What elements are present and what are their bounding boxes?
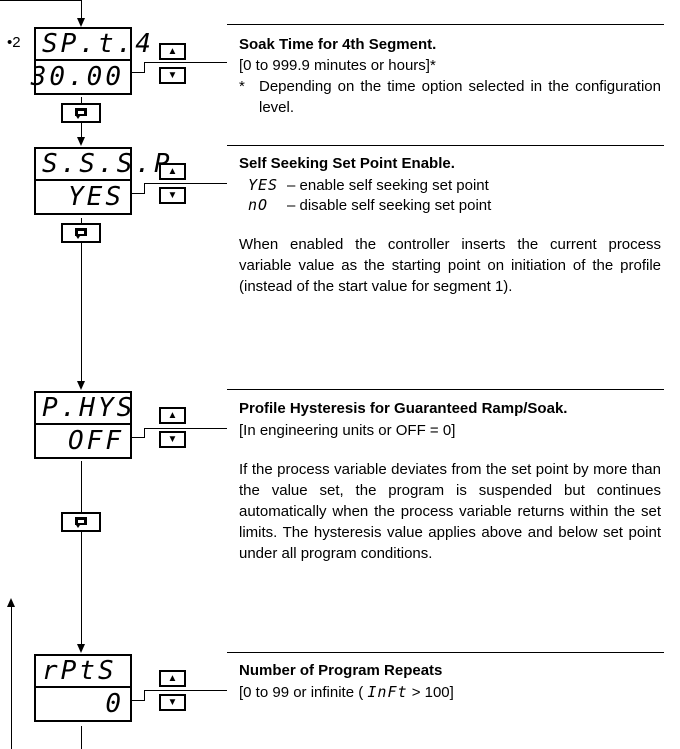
description-paragraph: If the process variable deviates from th… [239, 461, 661, 562]
display-value: 30.00 [30, 62, 124, 92]
option-desc: – enable self seeking set point [287, 177, 489, 194]
display-soak-time: SP.t.4 30.00 [30, 27, 151, 95]
down-button[interactable]: ▼ [159, 67, 186, 84]
connector-line [144, 690, 227, 691]
display-hysteresis: P.HYS OFF [34, 391, 132, 459]
section-rule [227, 652, 664, 653]
section-heading: Self Seeking Set Point Enable. [239, 155, 455, 172]
down-button[interactable]: ▼ [159, 694, 186, 711]
up-button[interactable]: ▲ [159, 407, 186, 424]
option-symbol: YES [248, 176, 279, 194]
description-paragraph: When enabled the controller inserts the … [239, 236, 661, 295]
display-self-seeking: S.S.S.P YES [34, 147, 170, 215]
display-value: 0 [105, 689, 124, 719]
cycle-button[interactable] [61, 103, 101, 123]
cycle-icon [75, 228, 87, 239]
connector-line [132, 437, 144, 438]
flow-line [81, 218, 82, 223]
flow-line [81, 726, 82, 749]
connector-line [132, 193, 144, 194]
flow-line [0, 0, 82, 1]
loop-back-line [11, 603, 12, 749]
option-desc: – disable self seeking set point [287, 197, 492, 214]
display-parameter: rPtS [36, 656, 130, 688]
connector-line [132, 72, 144, 73]
display-program-repeats: rPtS 0 [34, 654, 132, 722]
flow-arrow-icon [77, 381, 85, 390]
display-parameter: SP.t.4 [36, 29, 151, 61]
section-heading: Soak Time for 4th Segment. [239, 36, 437, 53]
up-button[interactable]: ▲ [159, 43, 186, 60]
up-button[interactable]: ▲ [159, 163, 186, 180]
display-value: OFF [68, 426, 124, 456]
flow-line [81, 0, 82, 24]
flow-line [81, 461, 82, 512]
section-rule [227, 24, 664, 25]
section-heading: Number of Program Repeats [239, 662, 443, 679]
range-text: [In engineering units or OFF = 0] [239, 422, 456, 439]
cycle-icon [75, 108, 87, 119]
display-value: YES [68, 182, 124, 212]
flow-line [81, 123, 82, 143]
down-button[interactable]: ▼ [159, 187, 186, 204]
range-text: [0 to 999.9 minutes or hours]* [239, 57, 436, 74]
footnote-marker: * [239, 78, 245, 95]
connector-line [132, 700, 144, 701]
footnote-text: Depending on the time option selected in… [259, 78, 661, 116]
connector-line [144, 428, 145, 438]
cycle-button[interactable] [61, 223, 101, 243]
flow-line [81, 97, 82, 103]
flow-arrow-icon [77, 137, 85, 146]
flow-line [81, 243, 82, 387]
flow-arrow-icon [77, 644, 85, 653]
flow-line [81, 532, 82, 650]
option-symbol: nO [248, 196, 269, 214]
loop-arrow-icon [7, 598, 15, 607]
down-button[interactable]: ▼ [159, 431, 186, 448]
connector-line [144, 183, 145, 194]
range-text: [0 to 99 or infinite ( InFt > 100] [239, 683, 454, 701]
up-button[interactable]: ▲ [159, 670, 186, 687]
connector-line [144, 62, 227, 63]
display-parameter: S.S.S.P [36, 149, 170, 181]
cycle-icon [75, 517, 87, 528]
connector-line [144, 690, 145, 701]
connector-line [144, 428, 227, 429]
section-heading: Profile Hysteresis for Guaranteed Ramp/S… [239, 400, 568, 417]
flow-arrow-icon [77, 18, 85, 27]
reference-mark: •2 [7, 34, 21, 51]
display-parameter: P.HYS [36, 393, 132, 425]
connector-line [144, 183, 227, 184]
section-rule [227, 145, 664, 146]
connector-line [144, 62, 145, 73]
cycle-button[interactable] [61, 512, 101, 532]
section-rule [227, 389, 664, 390]
